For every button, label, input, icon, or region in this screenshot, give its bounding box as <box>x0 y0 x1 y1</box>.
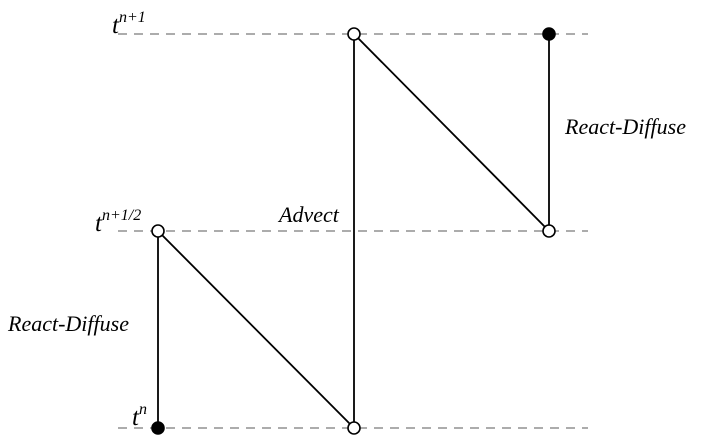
half-step-node-left <box>151 224 165 238</box>
label-advect: Advect <box>277 202 340 227</box>
diagonal-transfer-left <box>157 230 355 429</box>
label-react-diffuse-right: React-Diffuse <box>564 114 686 139</box>
time-label-next-base: t <box>112 12 120 39</box>
time-label-next: tn+1 <box>112 9 146 39</box>
time-label-half-base: t <box>95 210 103 237</box>
label-react-diffuse-left: React-Diffuse <box>7 311 129 336</box>
advect-start-node <box>347 421 361 435</box>
end-node <box>542 27 556 41</box>
time-label-next-sup: n+1 <box>119 9 146 26</box>
time-label-n: tn <box>132 401 147 431</box>
advect-end-node <box>347 27 361 41</box>
time-label-half-sup: n+1/2 <box>102 207 141 224</box>
time-label-n-sup: n <box>139 401 147 418</box>
start-node <box>151 421 165 435</box>
diagonal-transfer-right <box>353 33 550 232</box>
time-label-n-base: t <box>132 404 140 431</box>
time-label-half: tn+1/2 <box>95 207 141 237</box>
half-step-node-right <box>542 224 556 238</box>
